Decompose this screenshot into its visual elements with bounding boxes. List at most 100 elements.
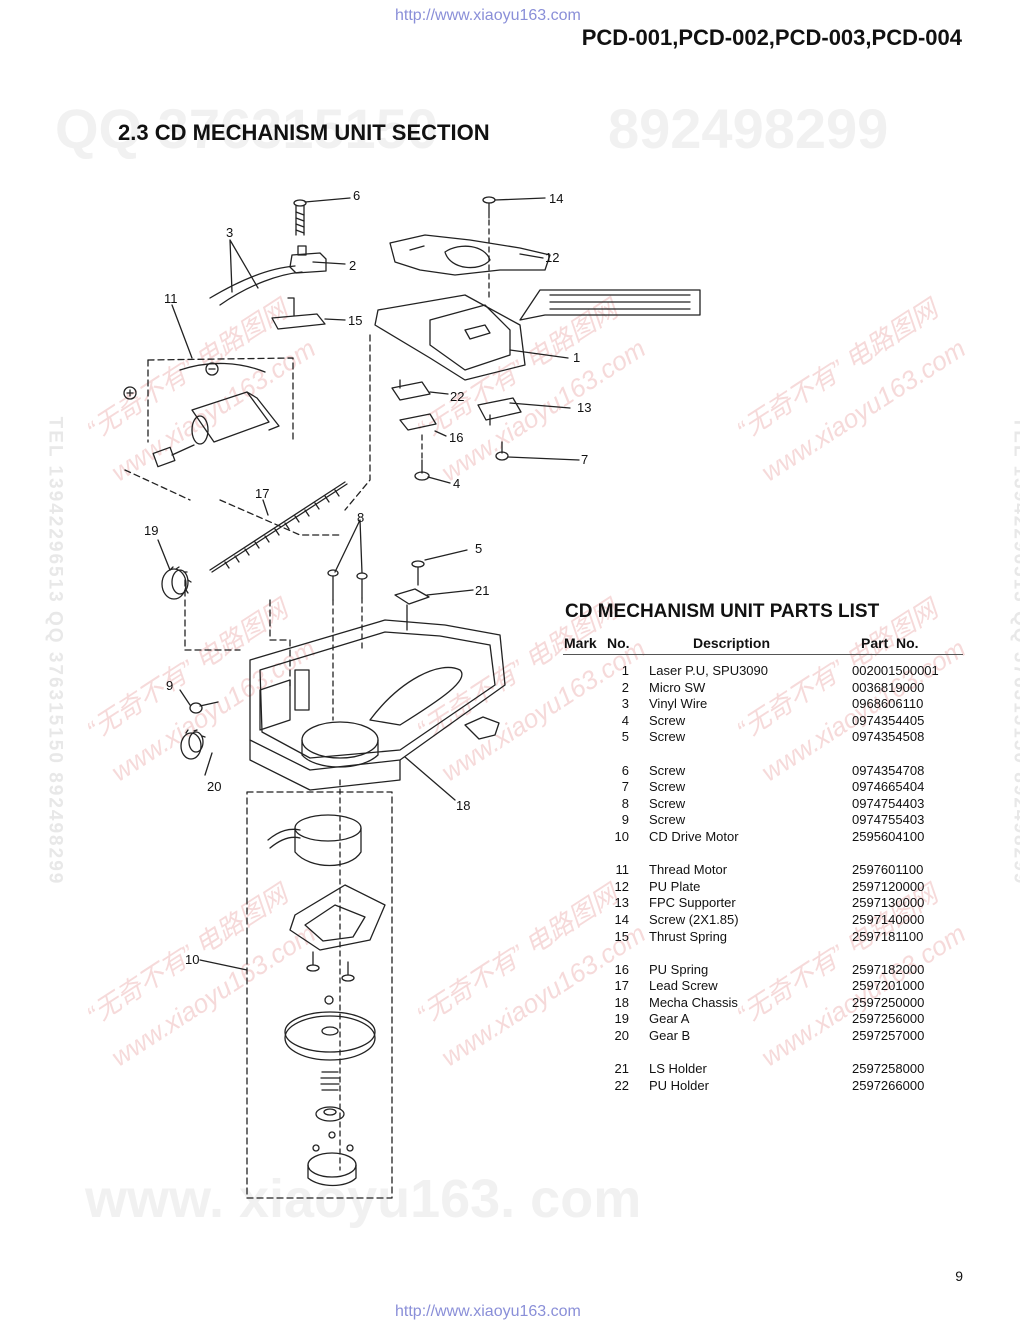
cd-drive-motor-shape [267, 814, 386, 1187]
callout-18: 18 [456, 798, 470, 813]
part-number-index: 7 [621, 779, 629, 795]
part-description: Vinyl Wire [649, 696, 708, 712]
part-description: PU Plate [649, 878, 701, 894]
callout-22: 22 [450, 389, 464, 404]
part-code: 0974665404 [852, 779, 925, 795]
gear-a-shape [161, 566, 192, 600]
part-number-index: 18 [614, 994, 629, 1010]
part-code: 0036819000 [852, 679, 925, 695]
pu-plate-shape [389, 234, 551, 276]
part-code: 2597266000 [852, 1077, 925, 1093]
section-title: 2.3 CD MECHANISM UNIT SECTION [118, 120, 490, 145]
callout-15: 15 [348, 313, 362, 328]
part-code: 0974354508 [852, 729, 925, 745]
callout-19: 19 [144, 523, 158, 538]
bottom-url-link[interactable]: http://www.xiaoyu163.com [395, 1303, 581, 1320]
exploded-view-diagram: 6 3 2 11 15 14 12 1 22 13 16 7 4 17 8 19… [123, 188, 701, 1199]
header-mark: Mark [564, 635, 597, 651]
part-code: 0968606110 [852, 696, 924, 712]
top-url-link[interactable]: http://www.xiaoyu163.com [395, 7, 581, 24]
part-description: Thread Motor [649, 862, 728, 878]
screw-9-shape [189, 701, 219, 714]
part-code: 2595604100 [852, 828, 925, 844]
pu-holder-shape [391, 379, 431, 401]
part-description: Thrust Spring [649, 928, 728, 944]
part-code: 2597182000 [852, 961, 925, 977]
vinyl-wire-shape [209, 265, 296, 299]
watermark-tel-left: TEL 13942296513 QQ 376315150 892498299 [44, 416, 66, 886]
table-row: 10 CD Drive Motor 2595604100 [563, 829, 963, 846]
table-row: 12 PU Plate 2597120000 [563, 879, 963, 896]
part-description: Screw [649, 795, 686, 811]
part-number-index: 3 [621, 696, 629, 712]
part-description: Gear B [649, 1028, 691, 1044]
part-code: 2597256000 [852, 1011, 925, 1027]
watermark-tel-right: TEL 13942296513 QQ 376315150 892498299 [1009, 416, 1020, 886]
part-code: 2597601100 [852, 862, 924, 878]
part-number-index: 21 [614, 1061, 629, 1077]
part-number-index: 22 [614, 1077, 629, 1093]
page-number: 9 [955, 1268, 963, 1284]
part-number-index: 10 [614, 828, 629, 844]
callout-10: 10 [185, 952, 199, 967]
part-code: 2597181100 [852, 928, 924, 944]
callout-16: 16 [449, 430, 463, 445]
part-number-index: 1 [621, 663, 629, 678]
callout-17: 17 [255, 486, 269, 501]
callout-21: 21 [475, 583, 489, 598]
parts-list-title: CD MECHANISM UNIT PARTS LIST [565, 601, 880, 622]
part-description: Gear A [649, 1011, 690, 1027]
model-numbers: PCD-001,PCD-002,PCD-003,PCD-004 [581, 25, 962, 50]
screw-6-shape [293, 199, 307, 236]
callout-1: 1 [573, 350, 580, 365]
part-description: Mecha Chassis [649, 994, 738, 1010]
table-row: 7 Screw 0974665404 [563, 779, 963, 796]
screws-8-shape [327, 569, 368, 721]
screw-7-shape [495, 441, 509, 461]
part-description: CD Drive Motor [649, 828, 739, 844]
laser-pickup-shape [374, 289, 701, 381]
header-no: No. [607, 635, 630, 651]
part-code: 2597201000 [852, 978, 925, 994]
callout-6: 6 [353, 188, 360, 203]
table-row: 3 Vinyl Wire 0968606110 [563, 696, 963, 713]
part-number-index: 2 [621, 679, 629, 695]
screw-5-shape [411, 560, 425, 586]
callout-8: 8 [357, 510, 364, 525]
part-code: 2597120000 [852, 878, 925, 894]
part-number-index: 12 [614, 878, 629, 894]
part-code: 0974354708 [852, 762, 925, 778]
part-code: 2597257000 [852, 1028, 925, 1044]
callout-12: 12 [545, 250, 559, 265]
callout-9: 9 [166, 678, 173, 693]
part-description: PU Holder [649, 1077, 709, 1093]
part-description: Screw [649, 812, 686, 828]
part-description: Screw [649, 779, 686, 795]
part-code: 0974755403 [852, 812, 925, 828]
ls-holder-shape [394, 588, 430, 631]
screw-4-shape [414, 434, 430, 481]
part-number-index: 16 [614, 961, 629, 977]
callout-5: 5 [475, 541, 482, 556]
part-code: 2597130000 [852, 895, 925, 911]
part-description: Micro SW [649, 679, 706, 695]
thrust-spring-shape [271, 297, 326, 330]
callout-13: 13 [577, 400, 591, 415]
callout-4: 4 [453, 476, 460, 491]
mecha-chassis-shape [249, 619, 506, 791]
callout-7: 7 [581, 452, 588, 467]
callout-3: 3 [226, 225, 233, 240]
part-code: 002001500001 [852, 663, 939, 678]
